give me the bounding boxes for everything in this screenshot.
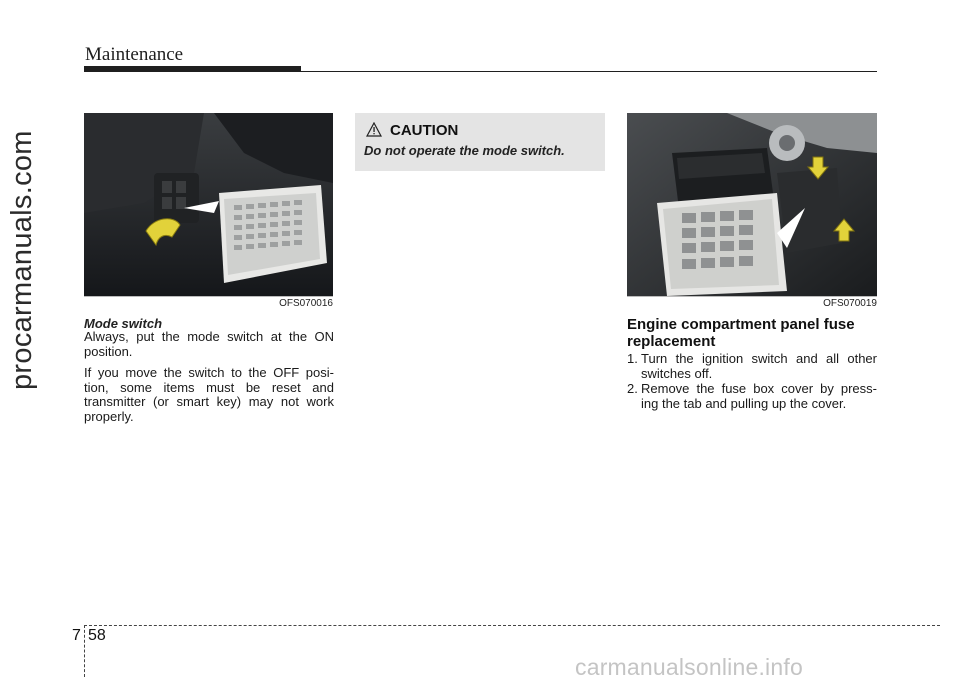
paragraph-line: position. [84, 343, 133, 359]
mode-switch-subheading: Mode switch [84, 316, 163, 331]
paragraph-line: Always, put the mode switch at the ON [84, 329, 334, 344]
step-text: Turn the ignition switch and all other s… [641, 351, 877, 381]
bottom-watermark: carmanualsonline.info [575, 654, 803, 680]
paragraph: Always, put the mode switch at the ON po… [84, 329, 334, 359]
paragraph-line: transmitter (or smart key) may not work [84, 394, 334, 409]
warning-triangle-icon [366, 122, 382, 137]
step-number: 1. [627, 351, 638, 366]
footer-divider [84, 625, 85, 677]
caution-box: CAUTION Do not operate the mode switch. [355, 113, 605, 171]
page-number: 58 [88, 627, 106, 644]
side-watermark-text: procarmanuals.com [6, 130, 38, 390]
section-heading-line: Engine compartment panel fuse [627, 316, 855, 333]
caution-title: CAUTION [390, 122, 459, 139]
chapter-number: 7 [72, 627, 81, 644]
engine-fuse-box-illustration [627, 113, 877, 296]
mode-switch-photo: OFS070016 [84, 113, 333, 310]
footer-rule [84, 625, 940, 626]
page-section-title: Maintenance [85, 44, 184, 65]
paragraph-line: properly. [84, 408, 134, 424]
paragraph: If you move the switch to the OFF posi- … [84, 365, 334, 424]
header-rule [300, 71, 877, 72]
header-accent-bar [84, 66, 301, 72]
paragraph-line: tion, some items must be reset and [84, 379, 334, 395]
image-code-label: OFS070019 [627, 296, 877, 310]
caution-text: Do not operate the mode switch. [364, 143, 565, 158]
section-heading-line: replacement [627, 333, 716, 350]
step-line: Remove the fuse box cover by press- [641, 381, 877, 396]
step-item: 1. Turn the ignition switch and all othe… [627, 351, 877, 382]
step-item: 2. Remove the fuse box cover by press- i… [627, 381, 877, 412]
step-number: 2. [627, 381, 638, 396]
image-code-label: OFS070016 [84, 296, 333, 310]
paragraph-line: If you move the switch to the OFF posi- [84, 365, 334, 380]
step-line: ing the tab and pulling up the cover. [641, 395, 847, 411]
step-line: Turn the ignition switch and all other [641, 351, 877, 366]
step-line: switches off. [641, 365, 713, 381]
step-text: Remove the fuse box cover by press- ing … [641, 381, 877, 411]
mode-switch-illustration [84, 113, 333, 296]
engine-fuse-box-photo: OFS070019 [627, 113, 877, 310]
section-heading: Engine compartment panel fuse replacemen… [627, 316, 877, 350]
